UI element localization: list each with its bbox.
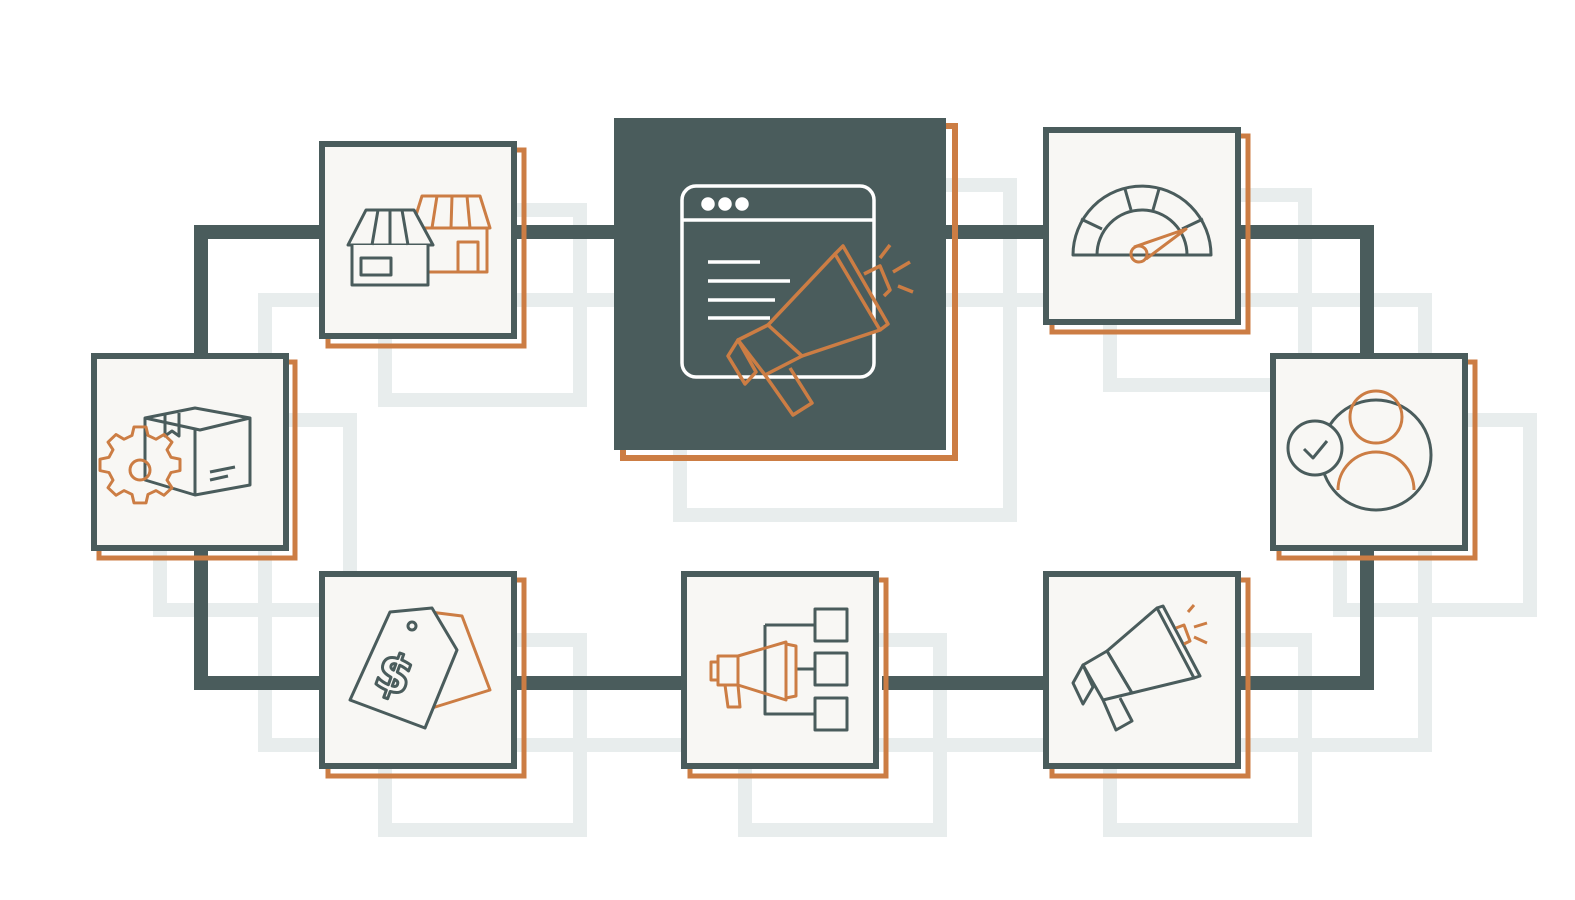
- storefront-icon: [346, 194, 492, 287]
- node-campaign-channels[interactable]: [681, 571, 889, 779]
- user-check-icon: [1286, 389, 1433, 512]
- node-announcements[interactable]: [1043, 571, 1251, 779]
- speedometer-icon: [1071, 184, 1213, 264]
- browser-megaphone-icon: [680, 184, 914, 417]
- node-product-settings[interactable]: [91, 353, 298, 561]
- megaphone-icon: [1071, 604, 1208, 732]
- connector-loop: [194, 225, 1374, 690]
- node-customers[interactable]: [1270, 353, 1478, 561]
- megaphone-flowchart-icon: [709, 607, 849, 732]
- box-gear-icon: [98, 406, 252, 505]
- node-stores[interactable]: [319, 141, 527, 349]
- node-performance[interactable]: [1043, 127, 1251, 335]
- node-pricing[interactable]: $: [319, 571, 527, 779]
- node-marketing-hub[interactable]: [614, 118, 958, 461]
- price-tag-icon: $: [348, 606, 492, 730]
